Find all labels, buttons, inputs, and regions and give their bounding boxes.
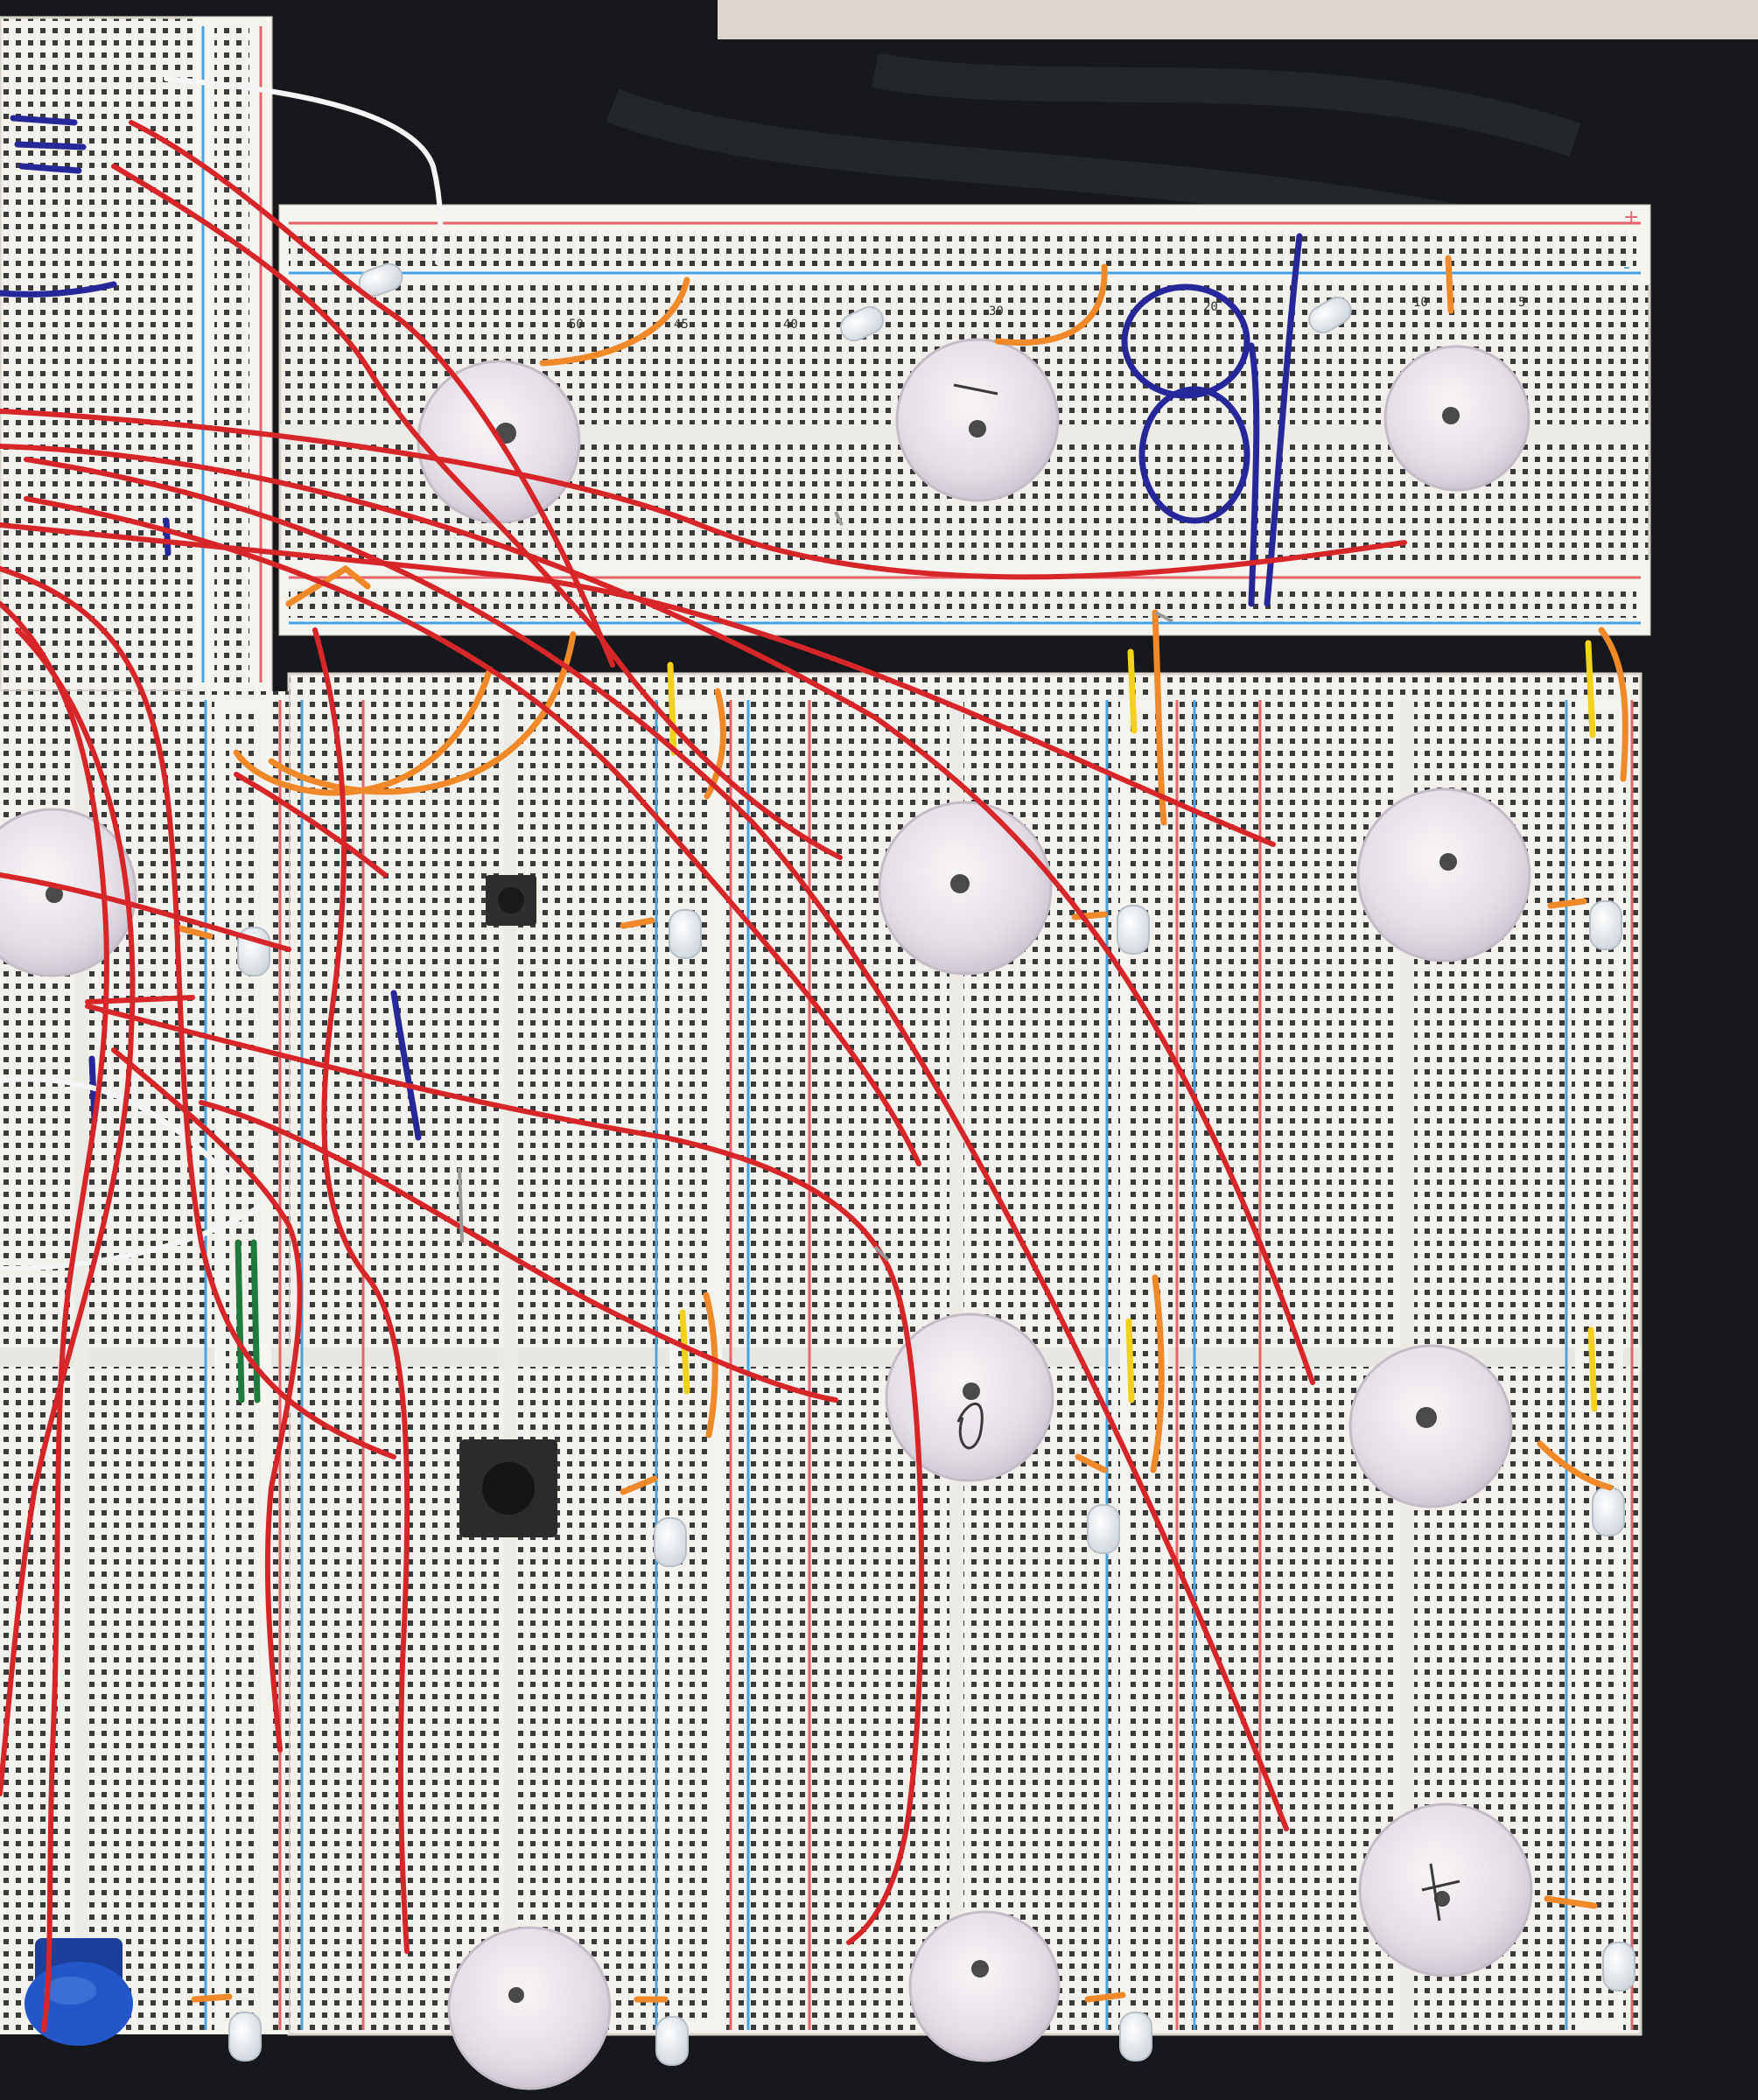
clear-leds <box>228 262 1635 2066</box>
svg-text:30: 30 <box>989 304 1004 318</box>
tactile-button-small <box>486 875 536 926</box>
tactile-button-large <box>459 1439 557 1537</box>
svg-text:-: - <box>1623 256 1630 278</box>
breadboard-left-top <box>0 16 273 693</box>
svg-text:20: 20 <box>1203 300 1218 314</box>
svg-text:40: 40 <box>783 318 798 332</box>
svg-text:45: 45 <box>674 318 689 332</box>
wire-ties <box>458 511 1173 1262</box>
white-jumpers <box>0 76 444 1271</box>
svg-text:10: 10 <box>1413 296 1428 310</box>
cap-handwriting <box>953 383 1460 1922</box>
orange-jumpers <box>173 255 1628 2003</box>
red-jumpers <box>0 120 1407 2033</box>
svg-text:5: 5 <box>1518 296 1525 310</box>
green-jumpers <box>235 1239 261 1404</box>
paper-corner <box>718 0 1758 39</box>
svg-text:+: + <box>1623 206 1639 228</box>
yellow-jumpers <box>667 640 1598 1412</box>
blue-round-button <box>25 1938 133 2046</box>
svg-text:50: 50 <box>569 318 584 332</box>
